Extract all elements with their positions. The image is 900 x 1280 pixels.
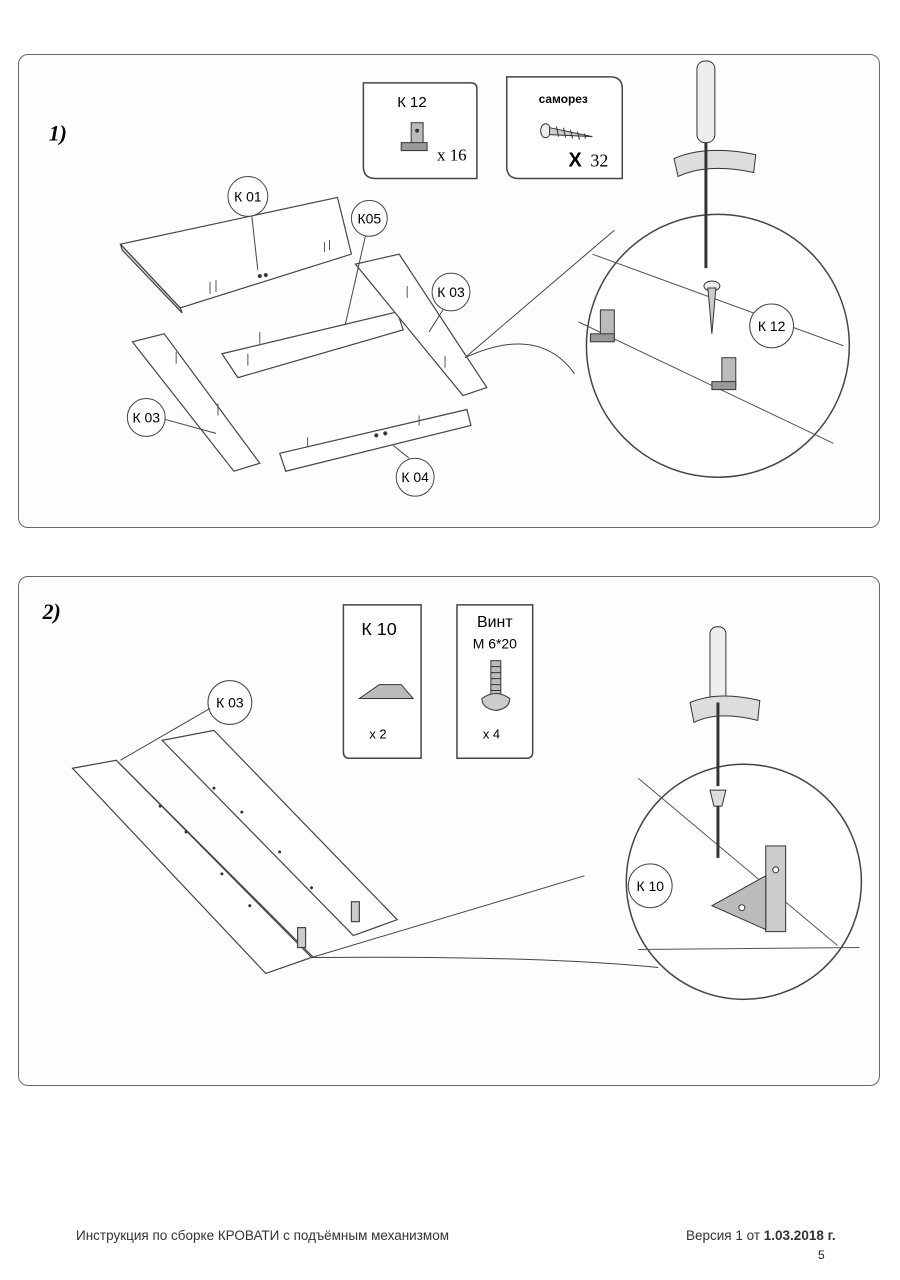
svg-text:К 03: К 03 xyxy=(437,284,465,300)
panel-k03-right xyxy=(354,253,488,397)
corner-bracket-icon xyxy=(400,122,428,152)
panel-k03-right xyxy=(160,729,399,937)
footer-version: Версия 1 от 1.03.2018 г. xyxy=(686,1228,836,1243)
panel-k03-left xyxy=(71,759,313,975)
bolt-name: Винт xyxy=(477,614,513,631)
screwdriver-icon xyxy=(673,60,757,269)
part-tag-k03-left: К 03 xyxy=(126,398,217,437)
wood-screw-icon xyxy=(540,123,593,140)
step-1-panel: 1) К 12 х 16 саморез Х 32 xyxy=(18,54,880,528)
zoom-detail-1: К 12 xyxy=(464,60,851,478)
screw-box: саморез Х 32 xyxy=(506,76,624,180)
bracket-k10-box: К 10 х 2 xyxy=(342,604,422,760)
wood-screw-icon xyxy=(703,280,721,334)
step-1-diagram: 1) К 12 х 16 саморез Х 32 xyxy=(49,60,851,497)
step-2-number: 2) xyxy=(42,599,61,624)
bracket-k12-code: К 12 xyxy=(397,94,426,111)
part-tag-k05: К05 xyxy=(344,199,388,324)
zoom-tag-k12: К 12 xyxy=(749,303,795,349)
screw-qty: 32 xyxy=(590,151,608,171)
bracket-k12-qty: х 16 xyxy=(437,146,467,165)
page-number: 5 xyxy=(818,1248,825,1262)
step-2-diagram: 2) К 10 х 2 Винт М 6*20 х 4 xyxy=(42,599,863,1001)
bolt-box: Винт М 6*20 х 4 xyxy=(456,604,534,760)
svg-text:К 03: К 03 xyxy=(216,694,244,710)
screw-name: саморез xyxy=(539,92,588,106)
screw-qty-x: Х xyxy=(568,150,582,172)
zoom-detail-2: К 10 xyxy=(311,626,863,1001)
angle-bracket-icon xyxy=(357,684,415,700)
panel-k01 xyxy=(119,196,353,309)
part-tag-k03: К 03 xyxy=(120,680,253,761)
svg-text:К 10: К 10 xyxy=(636,878,664,894)
svg-text:К 03: К 03 xyxy=(133,409,161,425)
step-1-number: 1) xyxy=(49,121,67,146)
exploded-view xyxy=(119,196,488,472)
bolt-qty: х 4 xyxy=(483,726,500,741)
side-panels xyxy=(71,729,399,975)
bolt-icon xyxy=(481,660,511,711)
svg-text:К 01: К 01 xyxy=(234,188,262,204)
bracket-k10-code: К 10 xyxy=(361,619,396,639)
screwdriver-icon xyxy=(689,626,761,787)
footer-title: Инструкция по сборке КРОВАТИ с подъёмным… xyxy=(76,1228,449,1243)
part-tag-k04: К 04 xyxy=(392,444,435,497)
bolt-size: М 6*20 xyxy=(473,636,517,652)
svg-text:К 12: К 12 xyxy=(758,318,786,334)
bracket-k10-qty: х 2 xyxy=(369,726,386,741)
step-2-panel: 2) К 10 х 2 Винт М 6*20 х 4 xyxy=(18,576,880,1086)
version-prefix: Версия 1 от xyxy=(686,1228,764,1243)
svg-text:К 04: К 04 xyxy=(401,469,429,485)
angle-bracket-icon xyxy=(710,845,787,933)
part-tag-k01: К 01 xyxy=(227,175,269,271)
part-tag-k03-right: К 03 xyxy=(428,272,471,333)
svg-text:К05: К05 xyxy=(358,210,382,226)
zoom-tag-k10: К 10 xyxy=(627,863,673,909)
bolt-icon xyxy=(709,789,727,858)
panel-k04 xyxy=(278,408,472,472)
bracket-k12-box: К 12 х 16 xyxy=(362,82,478,180)
panel-k03-left xyxy=(131,333,261,472)
version-date: 1.03.2018 г. xyxy=(763,1228,836,1243)
panel-k05 xyxy=(220,311,404,379)
